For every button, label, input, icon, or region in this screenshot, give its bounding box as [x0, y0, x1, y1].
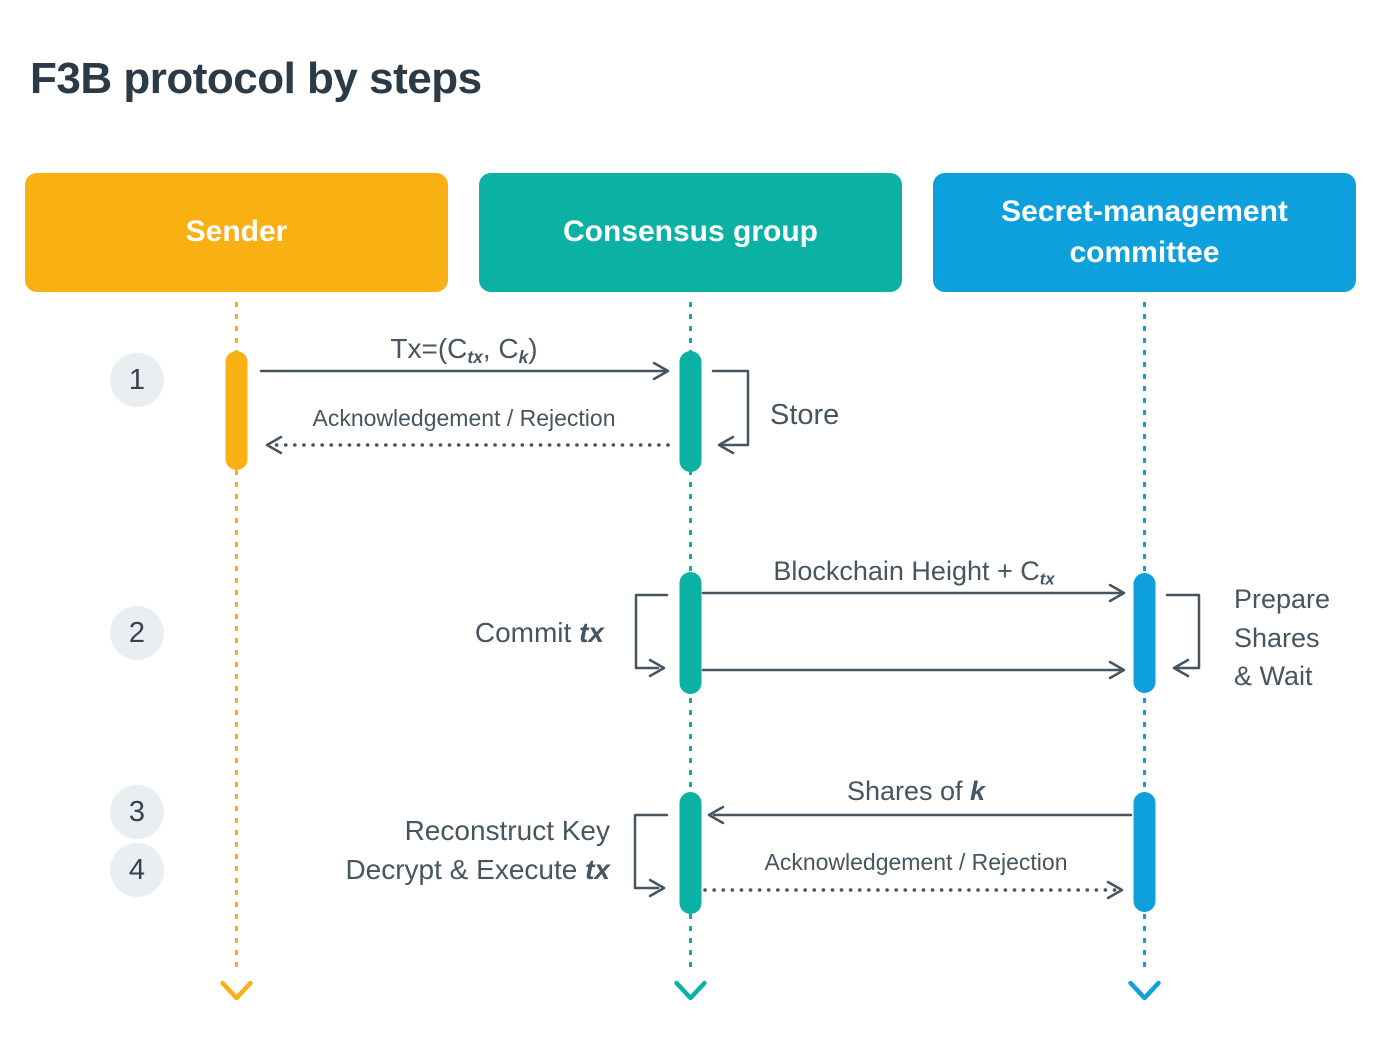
- self-loop-commit-tx: [634, 593, 669, 678]
- arrowhead-left-icon: [717, 435, 735, 455]
- arrowhead-right-icon: [1106, 880, 1124, 900]
- self-loop-store: [711, 369, 750, 455]
- activation-bars-sender: [225, 351, 248, 470]
- arrowhead-left-icon: [265, 435, 283, 455]
- arrowhead-right-icon: [1108, 660, 1126, 680]
- message-connectors: [259, 361, 1201, 900]
- arrowhead-right-icon: [1108, 583, 1126, 603]
- arrowhead-left-icon: [1172, 658, 1190, 678]
- actor-box-secret-management-committee: Secret-management committee: [933, 173, 1356, 292]
- lifeline-end-arrow-sender-icon: [220, 980, 253, 1001]
- step-number-3: 3: [128, 795, 146, 828]
- activation-bars-committee: [1133, 573, 1156, 912]
- arrow-blockchain-height: [701, 583, 1126, 603]
- arrowhead-right-icon: [648, 658, 666, 678]
- step-number-2: 2: [128, 616, 146, 649]
- page-title: F3B protocol by steps: [30, 54, 482, 103]
- actor-label-secret-management-committee: Secret-management committee: [1001, 195, 1288, 269]
- arrow-tx-message: [259, 361, 670, 381]
- activation-bars-consensus: [679, 351, 702, 914]
- lifeline-end-arrow-committee-icon: [1128, 980, 1161, 1001]
- activation-bar-committee-step2: [1133, 573, 1156, 693]
- arrowhead-right-icon: [652, 361, 670, 381]
- arrowhead-right-icon: [648, 878, 666, 898]
- activation-bar-consensus-step2: [679, 572, 702, 694]
- actor-box-consensus-group: Consensus group: [479, 173, 902, 292]
- activation-bar-consensus-step1: [679, 351, 702, 472]
- step-badge-2: 2: [110, 606, 164, 660]
- arrow-ack-rejection-1: [265, 435, 670, 455]
- arrow-shares-of-k: [707, 805, 1133, 825]
- lifeline-end-arrow-consensus-icon: [674, 980, 707, 1001]
- arrowhead-left-icon: [707, 805, 725, 825]
- activation-bar-committee-step3: [1133, 792, 1156, 912]
- self-loop-reconstruct: [633, 813, 669, 898]
- step-badge-4: 4: [110, 843, 164, 897]
- actor-box-sender: Sender: [25, 173, 448, 292]
- arrow-ack-rejection-2: [703, 880, 1124, 900]
- activation-bar-consensus-step3: [679, 792, 702, 914]
- self-loop-prepare-shares: [1165, 593, 1201, 678]
- actor-label-consensus-group: Consensus group: [562, 215, 818, 249]
- activation-bar-sender-step1: [225, 351, 248, 470]
- step-badge-1: 1: [110, 353, 164, 407]
- arrow-second-commit: [701, 660, 1126, 680]
- step-badge-3: 3: [110, 785, 164, 839]
- actor-label-sender: Sender: [185, 215, 288, 249]
- step-number-4: 4: [128, 853, 146, 886]
- step-number-1: 1: [128, 363, 146, 396]
